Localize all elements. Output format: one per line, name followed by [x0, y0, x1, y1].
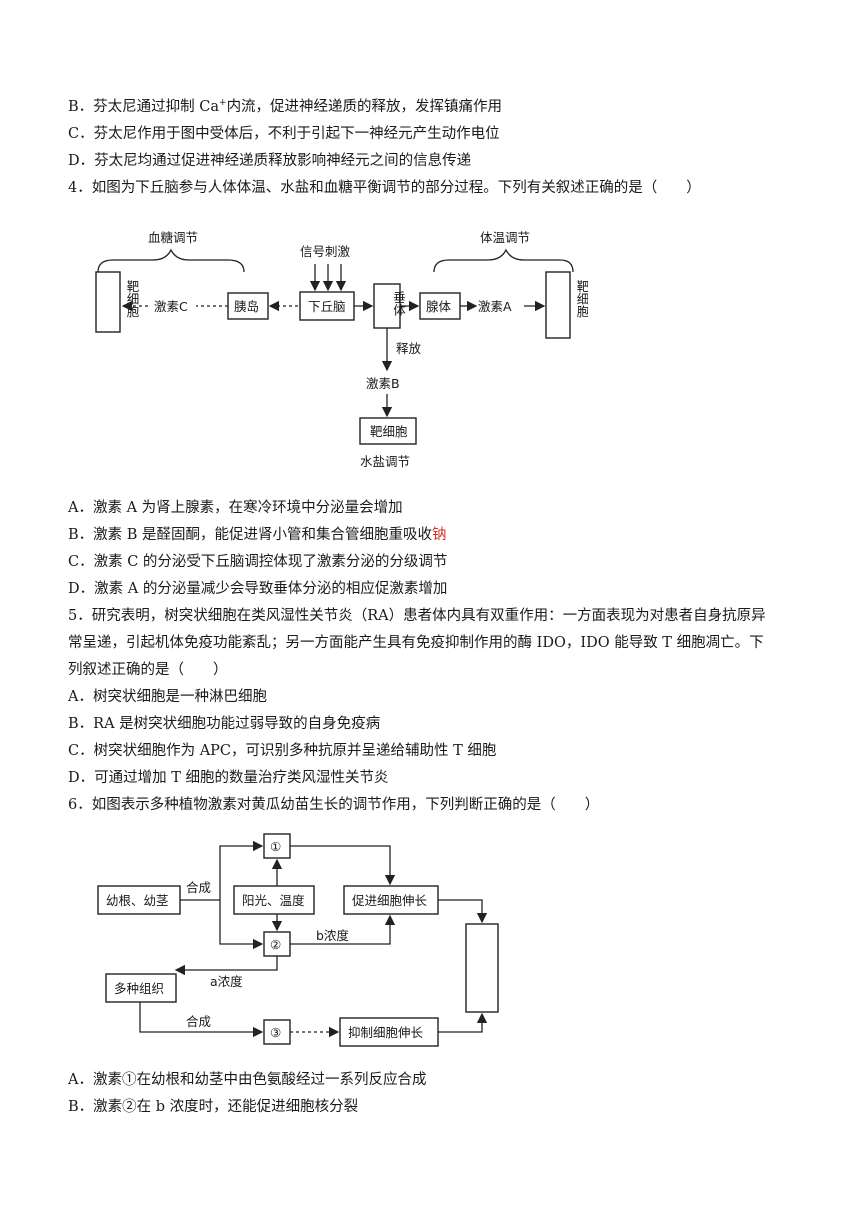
arrow-to-c2 — [219, 900, 264, 950]
label-hormone-c: 激素C — [154, 299, 188, 314]
brace-left — [97, 248, 245, 273]
arrow-c1-promote — [290, 845, 396, 886]
arrow-promote-seedling — [438, 899, 488, 924]
q3-option-b: B．芬太尼通过抑制 Ca+内流，促进神经递质的释放，发挥镇痛作用 — [68, 97, 502, 117]
q6-stem: 6．如图表示多种植物激素对黄瓜幼苗生长的调节作用，下列判断正确的是（ ） — [68, 797, 600, 813]
q6-diagram: 幼根、幼茎 合成 ① 阳光、温度 促进细胞伸长 ② b浓度 幼苗生长 a浓度 多… — [97, 833, 510, 1047]
label-synth-1: 合成 — [186, 880, 211, 895]
tissues-box — [105, 973, 177, 1003]
q5-stem-1: 5．研究表明，树突状细胞在类风湿性关节炎（RA）患者体内具有双重作用：一方面表现… — [68, 608, 766, 624]
q4-option-b: B．激素 B 是醛固酮，能促进肾小管和集合管细胞重吸收钠 — [68, 525, 447, 545]
q4-option-b-text: B．激素 B 是醛固酮，能促进肾小管和集合管细胞重吸收 — [68, 527, 433, 543]
target-cell-left — [95, 271, 121, 333]
q4-option-d: D．激素 A 的分泌量减少会导致垂体分泌的相应促激素增加 — [68, 581, 448, 597]
label-hormone-b: 激素B — [366, 376, 400, 391]
label-c2: ② — [270, 937, 281, 952]
label-light-temp: 阳光、温度 — [242, 893, 305, 908]
arrow-c2-tissues — [174, 956, 278, 976]
q4-option-a: A．激素 A 为肾上腺素，在寒冷环境中分泌量会增加 — [68, 500, 403, 516]
q5-option-a: A．树突状细胞是一种淋巴细胞 — [68, 689, 267, 705]
label-root-stem: 幼根、幼茎 — [106, 893, 169, 908]
q3-option-b-text-2: 内流，促进神经递质的释放，发挥镇痛作用 — [226, 99, 503, 115]
label-tissues: 多种组织 — [114, 981, 164, 996]
q3-option-b-text: B．芬太尼通过抑制 Ca — [68, 99, 220, 115]
arrow-to-c1 — [180, 840, 264, 901]
label-signal: 信号刺激 — [300, 244, 351, 259]
q6-option-a: A．激素①在幼根和幼茎中由色氨酸经过一系列反应合成 — [68, 1072, 427, 1088]
root-stem-box — [97, 885, 181, 915]
gland-box — [419, 292, 461, 320]
q4-diagram: 血糖调节 体温调节 信号刺激 靶细胞 激素C 胰岛 下丘脑 垂体 腺体 激素A … — [95, 230, 588, 469]
label-hypothalamus: 下丘脑 — [308, 299, 346, 314]
light-temp-box — [233, 885, 315, 915]
label-inhibit: 抑制细胞伸长 — [348, 1025, 424, 1040]
hormone-3-box — [263, 1019, 291, 1045]
q5-stem-2: 常呈递，引起机体免疫功能紊乱；另一方面能产生具有免疫抑制作用的酶 IDO，IDO… — [68, 635, 764, 651]
label-promote: 促进细胞伸长 — [352, 893, 428, 908]
brace-right — [433, 248, 574, 273]
q6-option-b: B．激素②在 b 浓度时，还能促进细胞核分裂 — [68, 1099, 359, 1115]
hormone-1-box — [263, 833, 291, 859]
q5-option-b: B．RA 是树突状细胞功能过弱导致的自身免疫病 — [68, 716, 381, 732]
label-blood-sugar: 血糖调节 — [148, 230, 198, 245]
superscript-plus: + — [219, 98, 227, 108]
q4-option-c: C．激素 C 的分泌受下丘脑调控体现了激素分泌的分级调节 — [68, 554, 448, 570]
q3-option-c: C．芬太尼作用于图中受体后，不利于引起下一神经元产生动作电位 — [68, 126, 500, 142]
label-gland: 腺体 — [426, 299, 452, 314]
label-water-salt: 水盐调节 — [360, 454, 410, 469]
arrow-c2-promote — [290, 914, 396, 945]
q4-stem: 4．如图为下丘脑参与人体体温、水盐和血糖平衡调节的部分过程。下列有关叙述正确的是… — [68, 180, 701, 196]
arrow-inhibit-seedling — [438, 1012, 488, 1033]
pancreas-box — [227, 292, 269, 320]
label-b-conc: b浓度 — [316, 928, 349, 943]
arrow-tissues-c3 — [139, 1002, 264, 1038]
label-c1: ① — [270, 839, 281, 854]
q3-option-d: D．芬太尼均通过促进神经递质释放影响神经元之间的信息传递 — [68, 153, 472, 169]
label-pancreas: 胰岛 — [234, 299, 259, 314]
q5-option-c: C．树突状细胞作为 APC，可识别多种抗原并呈递给辅助性 T 细胞 — [68, 743, 497, 759]
q5-option-d: D．可通过增加 T 细胞的数量治疗类风湿性关节炎 — [68, 770, 389, 786]
label-hormone-a: 激素A — [478, 299, 512, 314]
q5-stem-3: 列叙述正确的是（ ） — [68, 662, 228, 678]
label-c3: ③ — [270, 1025, 281, 1040]
seedling-box — [465, 923, 499, 1013]
hypothalamus-box — [299, 291, 355, 321]
label-a-conc: a浓度 — [210, 974, 243, 989]
inhibit-box — [339, 1017, 439, 1047]
label-target-bottom: 靶细胞 — [370, 424, 408, 439]
label-body-temp: 体温调节 — [480, 230, 530, 245]
target-cell-right — [545, 271, 571, 339]
q4-option-b-red: 钠 — [432, 527, 447, 543]
label-synth-2: 合成 — [186, 1014, 211, 1029]
target-cell-bottom — [359, 417, 417, 445]
label-release: 释放 — [396, 341, 422, 356]
